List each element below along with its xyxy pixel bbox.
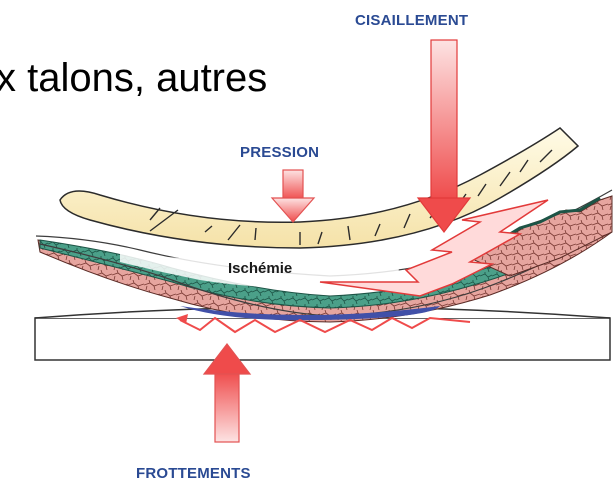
support-surface: [35, 318, 610, 360]
label-pression: PRESSION: [240, 144, 319, 161]
pression-arrow-icon: [272, 170, 314, 222]
cisaillement-arrow-icon: [418, 40, 470, 232]
label-frottements: FROTTEMENTS: [136, 465, 251, 482]
label-cisaillement: CISAILLEMENT: [355, 12, 468, 29]
label-ischemie: Ischémie: [228, 260, 292, 277]
